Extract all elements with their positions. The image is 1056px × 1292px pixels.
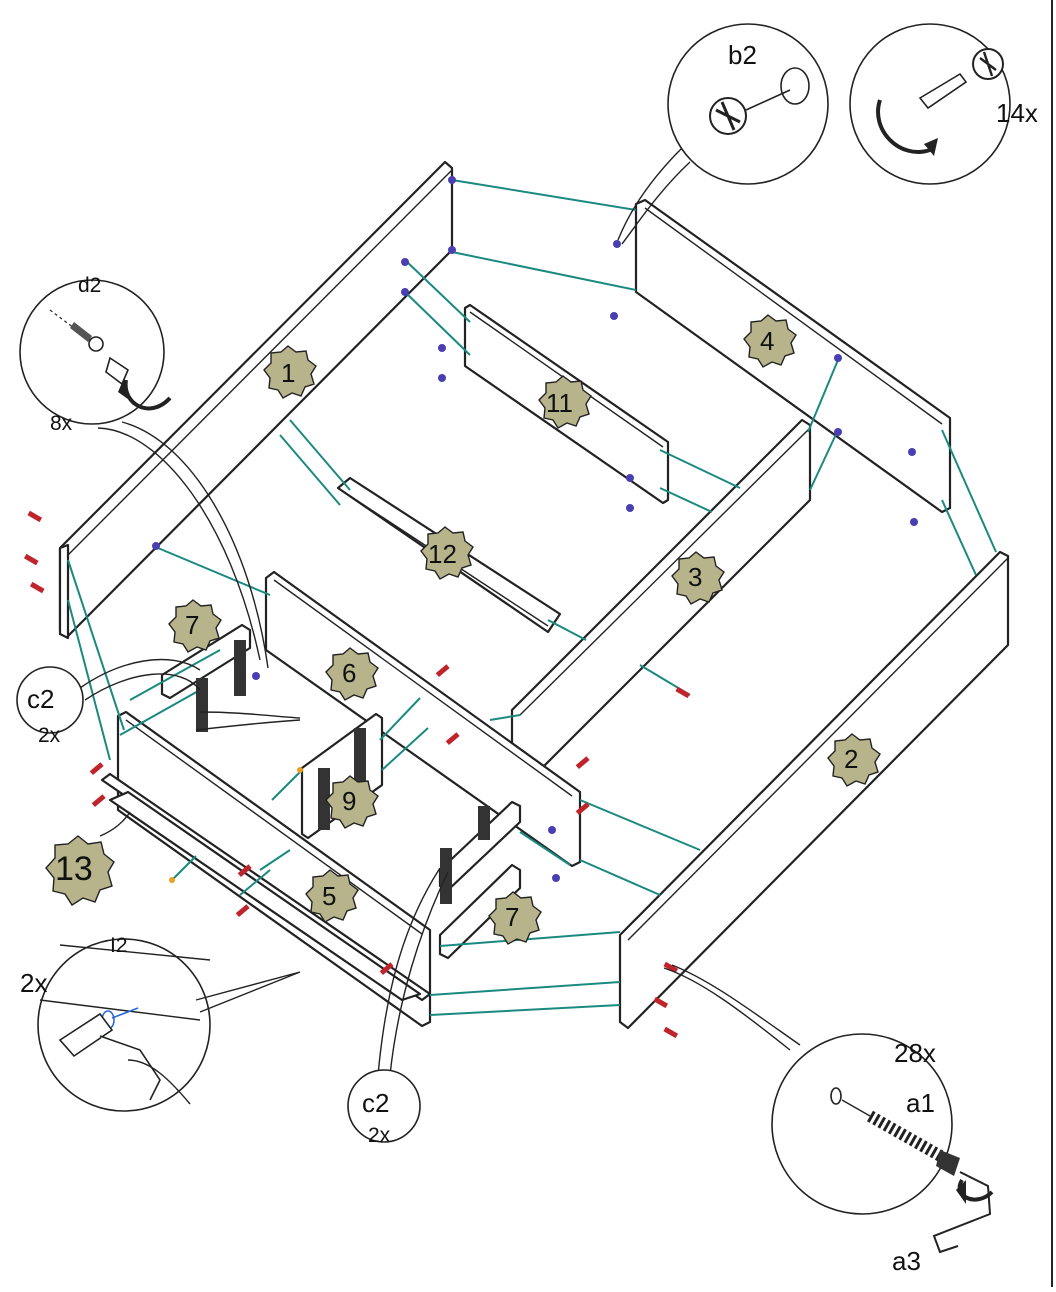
connector-bolt-icon	[830, 1087, 960, 1176]
leader-lines	[79, 147, 801, 1076]
callout-a1: 28x a1 a3	[771, 1033, 994, 1276]
badge-13: 13	[45, 835, 115, 906]
badge-2: 2	[827, 733, 881, 787]
panel-4	[634, 198, 952, 514]
svg-text:1: 1	[281, 358, 295, 388]
panel-end-left	[58, 543, 70, 640]
a3-label: a3	[892, 1246, 921, 1276]
svg-text:9: 9	[342, 786, 356, 816]
badge-7-upper: 7	[168, 599, 222, 653]
callout-b2-tighten: 14x	[849, 23, 1038, 185]
i2-count: 2x	[20, 968, 47, 998]
hardware-markers	[23, 176, 918, 1039]
allen-key-icon	[932, 1171, 994, 1254]
panel-5	[264, 570, 582, 868]
d2-count: 8x	[50, 412, 73, 435]
badge-11: 11	[538, 375, 592, 429]
svg-text:7: 7	[505, 902, 519, 932]
badge-4: 4	[743, 314, 797, 368]
badge-1: 1	[263, 345, 317, 399]
b2-label: b2	[728, 40, 757, 70]
badge-7-lower: 7	[488, 891, 542, 945]
c2-left-label: c2	[27, 684, 54, 714]
svg-text:7: 7	[185, 610, 199, 640]
a-count: 28x	[894, 1038, 936, 1068]
b2-count: 14x	[996, 98, 1038, 128]
c2-bottom-label: c2	[362, 1088, 389, 1118]
callout-c2-left: c2 2x	[16, 666, 84, 747]
screwdriver-icon	[876, 48, 1004, 156]
callout-b2: b2	[667, 23, 829, 185]
svg-text:2: 2	[844, 744, 858, 774]
svg-text:5: 5	[322, 881, 336, 911]
cam-lock-icon	[709, 67, 810, 135]
badge-12: 12	[420, 526, 474, 580]
panel-2	[618, 550, 1010, 1030]
brackets	[196, 640, 490, 904]
badge-3: 3	[671, 551, 725, 605]
svg-text:13: 13	[55, 850, 93, 888]
c2-bottom-count: 2x	[368, 1124, 391, 1147]
callout-d2: d2 8x	[19, 274, 172, 435]
callout-i2: I2 2x	[20, 934, 301, 1112]
svg-text:3: 3	[688, 562, 702, 592]
c2-left-count: 2x	[38, 724, 61, 747]
callout-c2-bottom: c2 2x	[347, 1069, 421, 1147]
svg-text:6: 6	[342, 658, 356, 688]
svg-text:4: 4	[760, 326, 774, 356]
panel-7-upper	[160, 623, 252, 700]
connector-lines	[67, 179, 997, 1016]
d2-label: d2	[78, 274, 101, 297]
hammer-icon	[58, 1007, 191, 1105]
a1-label: a1	[906, 1088, 935, 1118]
badge-6: 5	[305, 869, 359, 923]
svg-text:12: 12	[428, 539, 457, 569]
screw-icon	[49, 309, 172, 411]
badge-5: 6	[325, 647, 379, 701]
i2-label: I2	[110, 934, 128, 957]
svg-text:11: 11	[546, 388, 573, 418]
badge-9: 9	[325, 775, 379, 829]
